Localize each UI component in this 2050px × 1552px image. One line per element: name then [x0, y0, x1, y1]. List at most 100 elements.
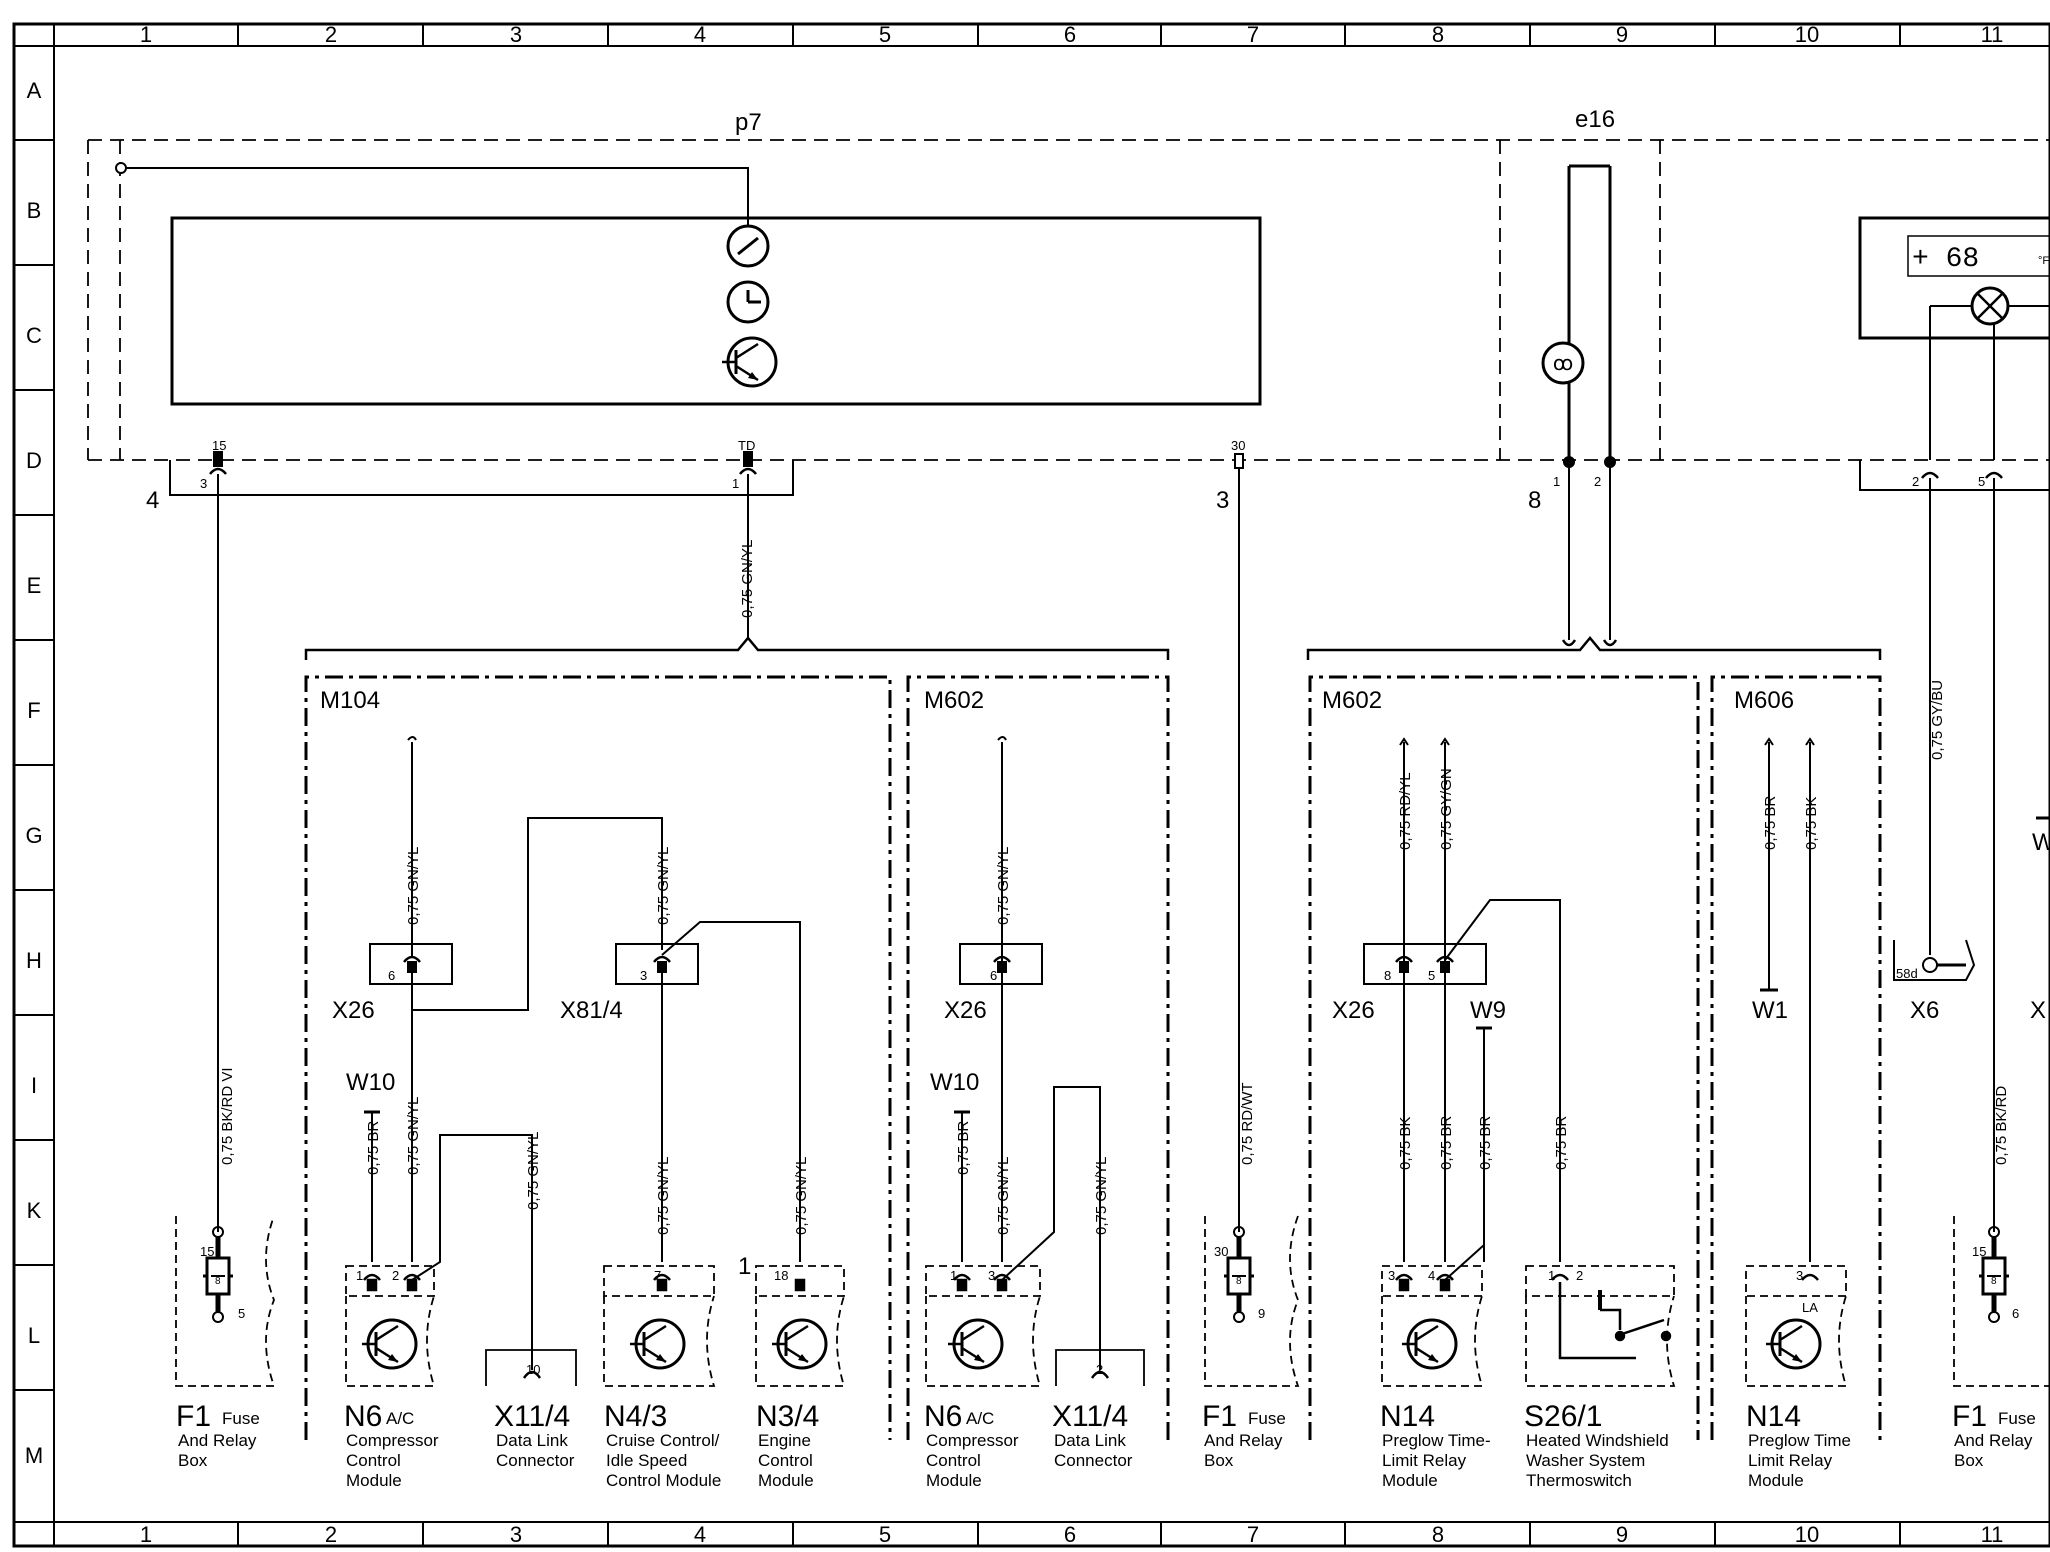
group-label: M602 [1322, 687, 1382, 714]
row-label: I [31, 1073, 37, 1098]
svg-text:°F: °F [2038, 255, 2049, 267]
pin-label: LA [1802, 1300, 1818, 1315]
col-label: 9 [1616, 22, 1628, 47]
row-label: C [26, 323, 42, 348]
f1b-caption: F1 Fuse And Relay Box [1202, 1400, 1286, 1470]
row-label: M [25, 1443, 43, 1468]
cluster-outline [87, 139, 2050, 461]
svg-text:And Relay: And Relay [1954, 1431, 2033, 1450]
svg-text:F1: F1 [1952, 1400, 1987, 1433]
m606-wire-labels: 0,75 BR 0,75 BK [1762, 796, 1820, 850]
temperature-display: + 68 °F [1858, 216, 2050, 460]
svg-text:And Relay: And Relay [178, 1431, 257, 1450]
pin-label: 3 [1796, 1268, 1803, 1283]
n6b-caption: N6 A/C Compressor Control Module [924, 1400, 1019, 1490]
svg-text:Data Link: Data Link [496, 1431, 568, 1450]
wire-label: 0,75 BR [365, 1121, 382, 1175]
wire-label: 0,75 GN/YL [525, 1132, 542, 1210]
col-label: 3 [510, 1522, 522, 1547]
pin-label: 58d [1896, 966, 1918, 981]
svg-text:X11/4: X11/4 [494, 1400, 570, 1433]
m104-wire-labels: 0,75 GN/YL 0,75 GN/YL 0,75 BR 0,75 GN/YL… [365, 847, 810, 1235]
x6-connector [1893, 939, 1976, 981]
col-label: 10 [1795, 22, 1819, 47]
row-label: K [27, 1198, 42, 1223]
wire-label: 0,75 BR [1762, 796, 1779, 850]
row-label: L [28, 1323, 40, 1348]
pin-label: 1 [950, 1268, 957, 1283]
cluster-pins [169, 451, 2050, 496]
column-labels-top: 1 2 3 4 5 6 7 8 9 10 11 [140, 22, 2004, 47]
fuse-icon [1979, 1227, 2009, 1322]
col-label: 6 [1064, 1522, 1076, 1547]
group-boxes [304, 675, 1882, 1440]
svg-text:Control: Control [758, 1451, 813, 1470]
col-label: 1 [140, 1522, 152, 1547]
s261-caption: S26/1 Heated Windshield Washer System Th… [1524, 1400, 1669, 1490]
pin-label: 2 [1576, 1268, 1583, 1283]
transistor-icon [628, 1318, 686, 1370]
wire-label: 0,75 GN/YL [405, 847, 422, 925]
row-label: F [27, 698, 40, 723]
col-label: 3 [510, 22, 522, 47]
frame [12, 22, 2050, 1548]
col-label: 8 [1432, 22, 1444, 47]
row-label: H [26, 948, 42, 973]
svg-text:And Relay: And Relay [1204, 1431, 1283, 1450]
svg-text:Data Link: Data Link [1054, 1431, 1126, 1450]
wire-label: 0,75 BR [1477, 1116, 1494, 1170]
m602a-wire-labels: 0,75 GN/YL 0,75 BR 0,75 GN/YL 0,75 GN/YL [955, 847, 1110, 1235]
svg-text:Engine: Engine [758, 1431, 811, 1450]
pin-label: 1 [356, 1268, 363, 1283]
svg-text:A/C: A/C [386, 1409, 414, 1428]
svg-text:F1: F1 [1202, 1400, 1237, 1433]
svg-text:Module: Module [758, 1471, 814, 1490]
svg-text:Box: Box [178, 1451, 208, 1470]
f1a-caption: F1 Fuse And Relay Box [176, 1400, 260, 1470]
wire-label: 0,75 GN/YL [655, 1157, 672, 1235]
f1c-caption: F1 Fuse And Relay Box [1952, 1400, 2036, 1470]
svg-text:Connector: Connector [496, 1451, 575, 1470]
clock-icon [726, 280, 770, 324]
pin-label: 3 [1388, 1268, 1395, 1283]
svg-text:Module: Module [1382, 1471, 1438, 1490]
m602b-wiring [1399, 737, 1561, 1281]
svg-text:ꝏ: ꝏ [1553, 353, 1573, 375]
svg-text:N6: N6 [344, 1400, 382, 1433]
transistor-icon [946, 1318, 1004, 1370]
svg-text:Fuse: Fuse [1998, 1409, 2036, 1428]
pin-label: 2 [392, 1268, 399, 1283]
svg-text:Thermoswitch: Thermoswitch [1526, 1471, 1632, 1490]
pin-label: 8 [1384, 968, 1391, 983]
transistor-icon [1764, 1318, 1822, 1370]
pin-label: 2 [1594, 474, 1601, 489]
cluster-pin-labels: 15 3 TD 1 30 4 3 1 2 8 2 5 [146, 438, 1985, 514]
pin-label: 6 [2012, 1306, 2019, 1321]
svg-text:Preglow Time: Preglow Time [1748, 1431, 1851, 1450]
wire-label: 0,75 GN/YL [995, 847, 1012, 925]
group-label: M602 [924, 687, 984, 714]
n43-caption: N4/3 Cruise Control/ Idle Speed Control … [604, 1400, 721, 1490]
svg-text:Module: Module [1748, 1471, 1804, 1490]
col-label: 5 [879, 1522, 891, 1547]
svg-text:Washer System: Washer System [1526, 1451, 1645, 1470]
svg-text:Module: Module [926, 1471, 982, 1490]
m602a-wiring [954, 736, 1101, 1370]
fuse-icon [203, 1227, 233, 1322]
m104-wiring [364, 736, 801, 1370]
x814-connector [615, 943, 699, 985]
col-label: 2 [325, 1522, 337, 1547]
svg-text:X11/4: X11/4 [1052, 1400, 1128, 1433]
component-pins [363, 1273, 1819, 1379]
connector-label: X [2030, 997, 2046, 1024]
m602b-wire-labels: 0,75 RD/YL 0,75 GY/GN 0,75 BK 0,75 BR 0,… [1397, 768, 1570, 1170]
col-label: 2 [325, 22, 337, 47]
pin-label: 1 [1553, 474, 1560, 489]
pin-label: 15 [212, 438, 226, 453]
group-label: M606 [1734, 687, 1794, 714]
wire-label: 0,75 BR [955, 1121, 972, 1175]
group-label: M104 [320, 687, 380, 714]
svg-text:N4/3: N4/3 [604, 1400, 667, 1433]
svg-text:N14: N14 [1746, 1400, 1801, 1433]
p7-label: p7 [735, 109, 762, 136]
